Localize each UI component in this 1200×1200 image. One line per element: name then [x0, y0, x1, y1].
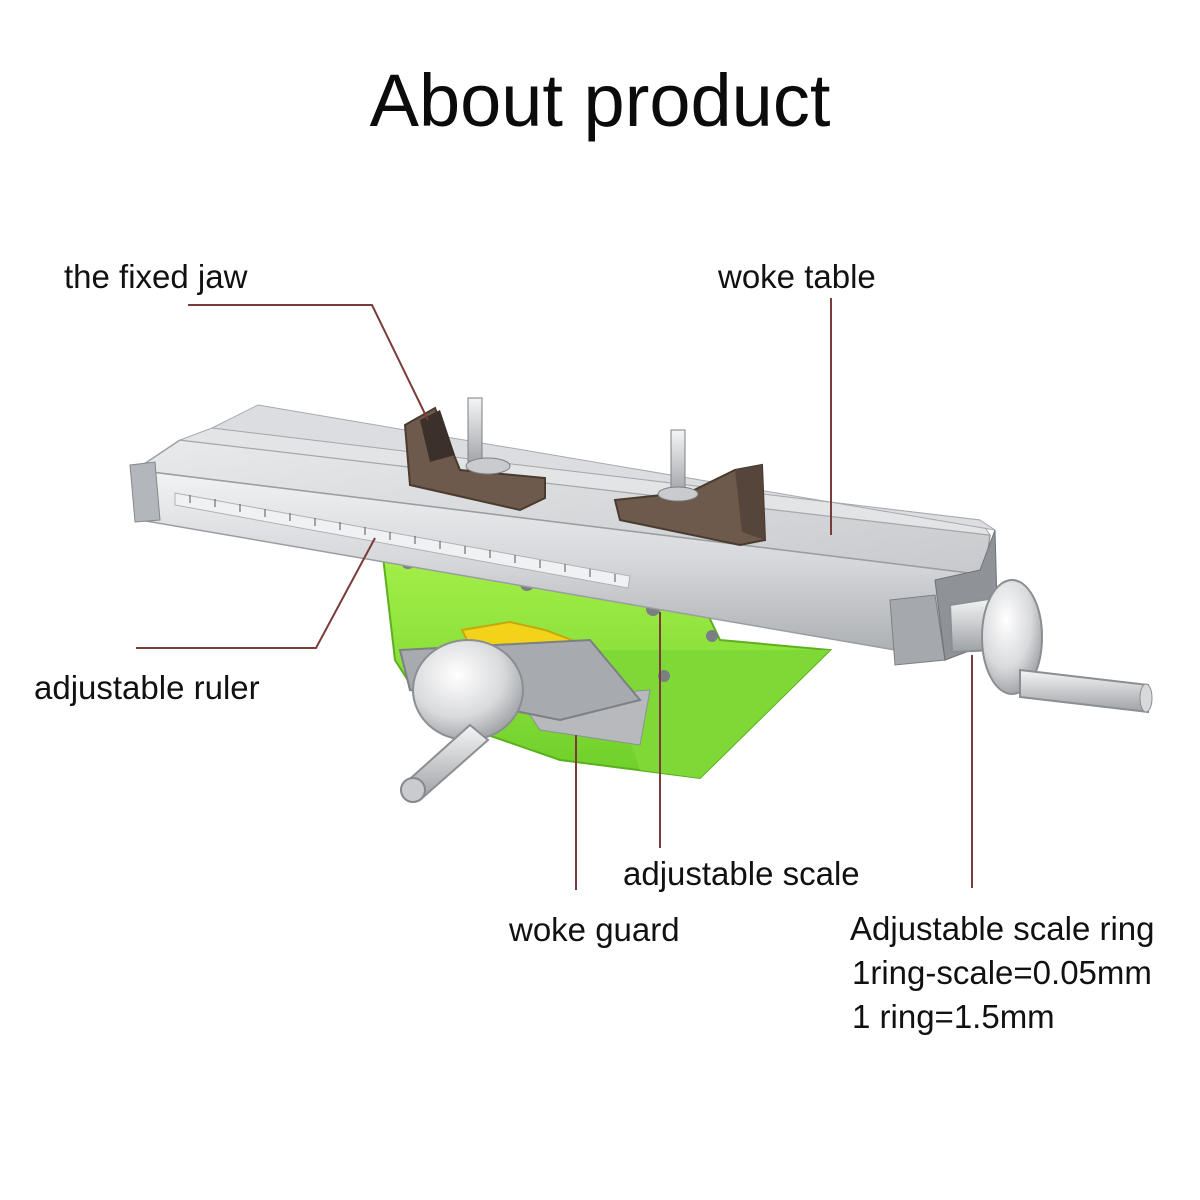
side-crank	[948, 579, 1153, 714]
movable-jaw	[613, 429, 767, 547]
label-ring-scale-spec: 1ring-scale=0.05mm	[852, 954, 1152, 991]
label-work-guard: woke guard	[509, 911, 680, 948]
leader-lines	[136, 298, 973, 890]
leader-fixed-jaw	[188, 304, 429, 421]
page-title: About product	[369, 59, 831, 142]
fixed-jaw	[403, 397, 546, 512]
leader-adjustable-ruler	[136, 537, 376, 649]
label-fixed-jaw: the fixed jaw	[64, 258, 248, 295]
work-table	[129, 404, 999, 666]
label-scale-ring: Adjustable scale ring	[850, 910, 1155, 947]
front-crank	[398, 638, 642, 803]
label-adjustable-ruler: adjustable ruler	[34, 669, 260, 706]
ruler-ticks	[189, 495, 616, 582]
label-ring-spec: 1 ring=1.5mm	[852, 998, 1055, 1035]
label-adjustable-scale: adjustable scale	[623, 855, 860, 892]
label-work-table: woke table	[718, 258, 876, 295]
